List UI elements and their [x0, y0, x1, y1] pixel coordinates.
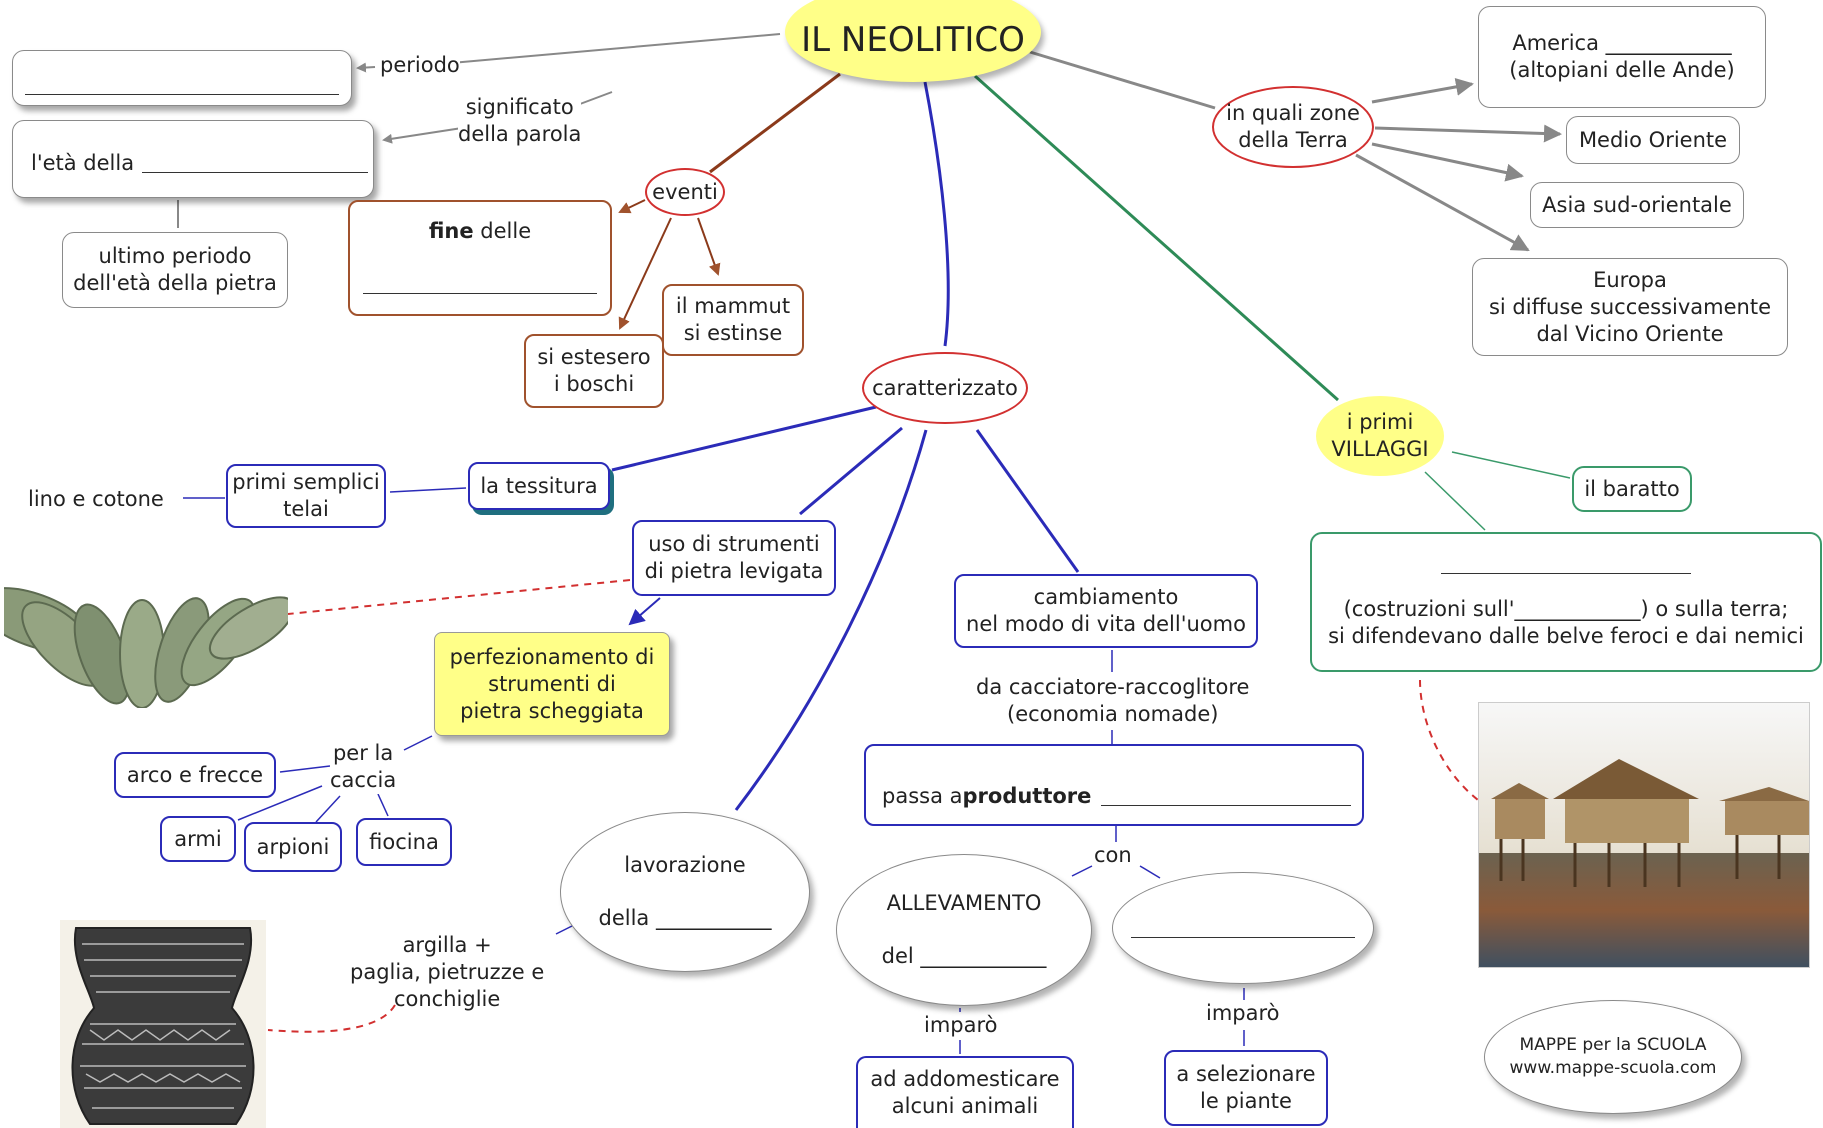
fine-blank [363, 275, 597, 294]
selezionare-box: a selezionare le piante [1164, 1050, 1328, 1126]
medio-oriente-box: Medio Oriente [1566, 116, 1740, 164]
perfezionamento-box: perfezionamento di strumenti di pietra s… [434, 632, 670, 736]
credit-line-1: MAPPE per la SCUOLA [1519, 1035, 1707, 1055]
node-zone: in quali zone della Terra [1212, 86, 1374, 168]
fine-label: fine delle [429, 218, 531, 245]
mammut-box: il mammut si estinse [662, 284, 804, 356]
eta-box: l'età della [12, 120, 374, 198]
eta-blank [142, 154, 369, 173]
produttore-blank [1101, 787, 1352, 806]
title-node: IL NEOLITICO [785, 0, 1041, 82]
fine-rest: delle [473, 219, 532, 243]
caratterizzato-label: caratterizzato [872, 375, 1018, 400]
stone-tools-photo [4, 558, 288, 708]
arco-label: arco e frecce [126, 762, 264, 787]
cambiamento-box: cambiamento nel modo di vita dell'uomo [954, 574, 1258, 648]
telai-box: primi semplici telai [226, 464, 386, 528]
label-imparo-1: imparò [924, 1012, 998, 1039]
eventi-label: eventi [652, 179, 718, 204]
villaggi-desc-box: (costruzioni sull'____________) o sulla … [1310, 532, 1822, 672]
mammut-label: il mammut si estinse [675, 294, 791, 345]
tessitura-box: la tessitura [468, 462, 610, 510]
allevamento-ellipse: ALLEVAMENTO del ____________ [836, 854, 1092, 1006]
medio-label: Medio Oriente [1578, 127, 1728, 152]
periodo-blank-box [12, 50, 352, 106]
passa-bold: produttore [962, 784, 1092, 808]
eta-prefix: l'età della [31, 151, 135, 175]
europa-box: Europa si diffuse successivamente dal Vi… [1472, 258, 1788, 356]
label-per-la-caccia: per la caccia [330, 740, 397, 794]
zone-label: in quali zone della Terra [1226, 101, 1360, 152]
america-box: America ____________ (altopiani delle An… [1478, 6, 1766, 108]
addomesticare-label: ad addomesticare alcuni animali [870, 1067, 1060, 1118]
node-caratterizzato: caratterizzato [862, 352, 1028, 424]
agricoltura-ellipse [1112, 872, 1374, 984]
passa-prefix: passa a [882, 784, 963, 808]
node-villaggi: i primi VILLAGGI [1316, 396, 1444, 476]
baratto-box: il baratto [1572, 466, 1692, 512]
villaggi-label: i primi VILLAGGI [1331, 410, 1429, 461]
della-label: della ___________ [598, 906, 772, 930]
label-da-cacciatore: da cacciatore-raccoglitore (economia nom… [976, 674, 1250, 728]
stilt-houses-photo [1478, 702, 1810, 968]
strumenti-label: uso di strumenti di pietra levigata [644, 532, 824, 583]
clay-vase-photo [60, 920, 266, 1128]
label-argilla: argilla + paglia, pietruzze e conchiglie [350, 933, 545, 1011]
del-label: del ____________ [881, 944, 1047, 968]
passa-produttore-box: passa a produttore [864, 744, 1364, 826]
label-periodo: periodo [380, 52, 460, 79]
telai-label: primi semplici telai [232, 470, 380, 521]
agricoltura-blank [1131, 919, 1355, 938]
armi-box: armi [160, 816, 236, 862]
addomesticare-box: ad addomesticare alcuni animali [856, 1056, 1074, 1128]
fiocina-label: fiocina [369, 829, 439, 854]
baratto-label: il baratto [1584, 476, 1680, 501]
lavorazione-ellipse: lavorazione della ___________ [560, 812, 810, 972]
arpioni-box: arpioni [244, 822, 342, 872]
ultimo-periodo-box: ultimo periodo dell'età della pietra [62, 232, 288, 308]
credit-line-2: www.mappe-scuola.com [1509, 1058, 1717, 1078]
cambiamento-label: cambiamento nel modo di vita dell'uomo [966, 585, 1246, 636]
armi-label: armi [174, 826, 222, 851]
lavorazione-label: lavorazione [624, 853, 746, 877]
strumenti-box: uso di strumenti di pietra levigata [632, 520, 836, 596]
arpioni-label: arpioni [256, 834, 330, 859]
selezionare-label: a selezionare le piante [1176, 1062, 1316, 1113]
fiocina-box: fiocina [356, 818, 452, 866]
node-eventi: eventi [645, 168, 725, 216]
label-lino: lino e cotone [28, 486, 164, 513]
allevamento-label: ALLEVAMENTO [886, 891, 1042, 915]
label-significato: significato della parola [458, 94, 582, 148]
villaggi-desc: (costruzioni sull'____________) o sulla … [1328, 596, 1804, 648]
page-title: IL NEOLITICO [801, 19, 1025, 60]
europa-label: Europa si diffuse successivamente dal Vi… [1488, 267, 1772, 346]
america-label: America ____________ (altopiani delle An… [1509, 31, 1735, 82]
fine-delle-box: fine delle [348, 200, 612, 316]
asia-label: Asia sud-orientale [1542, 192, 1732, 217]
label-imparo-2: imparò [1206, 1000, 1280, 1027]
villaggi-blank [1441, 555, 1691, 574]
ultimo-label: ultimo periodo dell'età della pietra [73, 244, 277, 295]
tessitura-label: la tessitura [480, 473, 598, 498]
periodo-blank [25, 76, 339, 95]
asia-box: Asia sud-orientale [1530, 182, 1744, 228]
perfezionamento-label: perfezionamento di strumenti di pietra s… [449, 644, 655, 723]
fine-bold: fine [428, 219, 474, 243]
label-con: con [1094, 842, 1132, 869]
boschi-box: si estesero i boschi [524, 334, 664, 408]
boschi-label: si estesero i boschi [537, 345, 651, 396]
arco-box: arco e frecce [114, 752, 276, 798]
credit-ellipse: MAPPE per la SCUOLA www.mappe-scuola.com [1484, 1000, 1742, 1114]
